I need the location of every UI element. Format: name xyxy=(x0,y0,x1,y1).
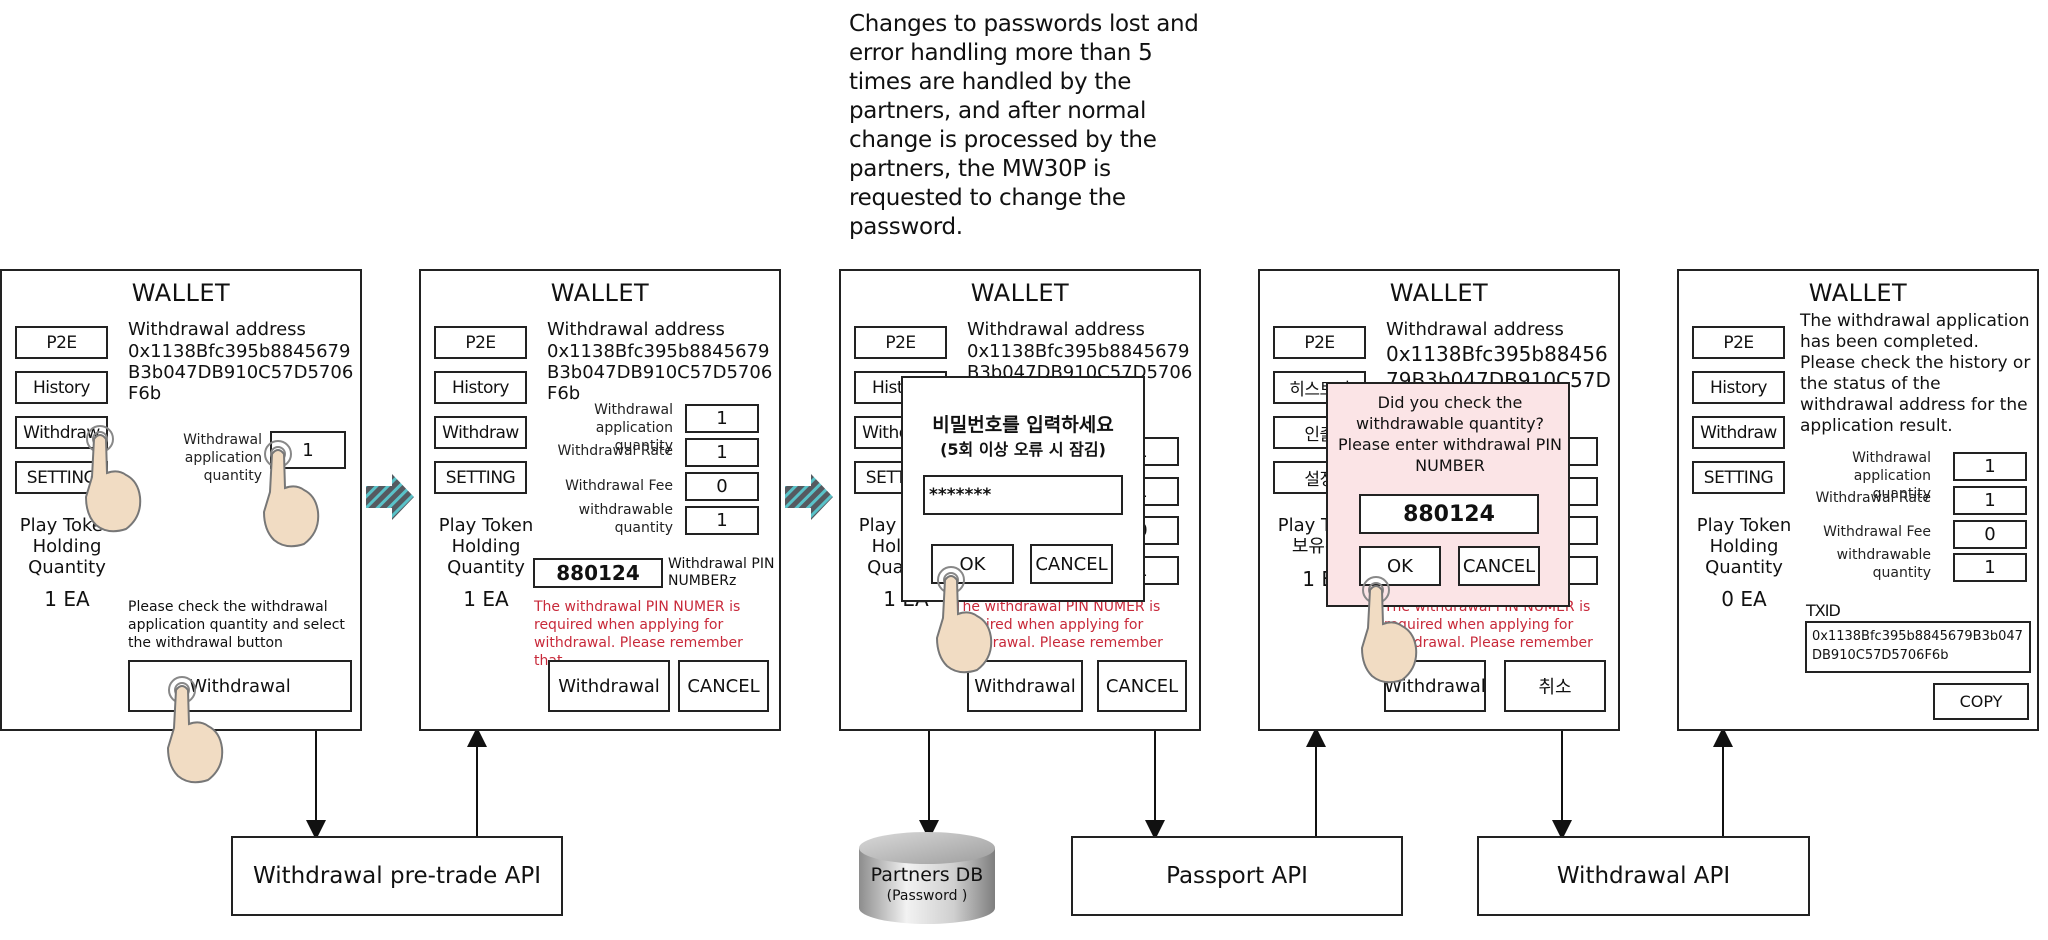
partners-db-sublabel: (Password ) xyxy=(886,888,968,904)
field-quantity: 1 xyxy=(685,404,759,433)
pin-label: Withdrawal PIN NUMBERz xyxy=(668,556,775,589)
flow-arrow-icon xyxy=(366,474,414,520)
cancel-button[interactable]: CANCEL xyxy=(1097,660,1187,712)
txid-label: TXID xyxy=(1806,601,1841,620)
wallet-panel-step1: WALLET P2E History Withdraw SETTING Play… xyxy=(0,269,362,731)
p2e-button[interactable]: P2E xyxy=(15,326,108,359)
modal-title: 비밀번호를 입력하세요 xyxy=(932,414,1114,436)
withdrawal-pretrade-api-box: Withdrawal pre-trade API xyxy=(231,836,563,916)
address-label: Withdrawal address xyxy=(967,319,1145,340)
copy-button[interactable]: COPY xyxy=(1933,683,2029,720)
holding-label: Play Token Holding Quantity xyxy=(438,515,534,578)
modal-cancel-button[interactable]: CANCEL xyxy=(1030,544,1113,584)
withdrawal-button[interactable]: Withdrawal xyxy=(128,660,352,712)
field-label: withdrawable quantity xyxy=(578,502,673,536)
wallet-title: WALLET xyxy=(1389,279,1489,307)
withdraw-button[interactable]: Withdraw xyxy=(434,416,527,449)
withdrawal-api-box: Withdrawal API xyxy=(1477,836,1810,916)
wallet-panel-step5: WALLET P2E History Withdraw SETTING Play… xyxy=(1677,269,2039,731)
modal-message: Did you check the withdrawable quantity?… xyxy=(1337,393,1562,475)
withdraw-button[interactable]: Withdraw xyxy=(15,416,108,449)
completion-message: The withdrawal application has been comp… xyxy=(1800,311,2031,436)
pin-warning-note: The withdrawal PIN NUMER is required whe… xyxy=(534,599,743,669)
partners-db-icon: Partners DB (Password ) xyxy=(856,828,998,928)
field-rate: 1 xyxy=(1953,486,2027,515)
holding-value: 1 EA xyxy=(463,587,509,611)
pin-number-display: 880124 xyxy=(533,558,663,588)
field-label: withdrawable quantity xyxy=(1836,547,1931,581)
pin-input[interactable]: 880124 xyxy=(1359,494,1539,534)
history-button[interactable]: History xyxy=(1692,371,1785,404)
p2e-button[interactable]: P2E xyxy=(854,326,947,359)
cancel-button[interactable]: CANCEL xyxy=(678,660,769,712)
wallet-panel-step2: WALLET P2E History Withdraw SETTING Play… xyxy=(419,269,781,731)
address-label: Withdrawal address xyxy=(547,319,725,340)
quantity-label: Withdrawal application quantity xyxy=(183,432,262,484)
cancel-button[interactable]: 취소 xyxy=(1504,660,1606,712)
passport-api-box: Passport API xyxy=(1071,836,1403,916)
wallet-panel-step3: WALLET P2E History Withdraw SETTING Play… xyxy=(839,269,1201,731)
holding-label: Play Token Holding Quantity xyxy=(19,515,115,578)
txid-value[interactable]: 0x1138Bfc395b8845679B3b047DB910C57D5706F… xyxy=(1805,621,2031,673)
withdraw-button[interactable]: Withdraw xyxy=(1692,416,1785,449)
pin-warning-note: The withdrawal PIN NUMER is required whe… xyxy=(954,599,1163,669)
field-label: Withdrawal Fee xyxy=(565,478,673,494)
address-label: Withdrawal address xyxy=(128,319,306,340)
field-label: Withdrawal Rate xyxy=(1815,490,1931,506)
field-quantity: 1 xyxy=(1953,452,2027,481)
history-button[interactable]: History xyxy=(15,371,108,404)
withdrawal-button[interactable]: Withdrawal xyxy=(967,660,1083,712)
p2e-button[interactable]: P2E xyxy=(1692,326,1785,359)
modal-subtitle: (5회 이상 오류 시 잠김) xyxy=(940,440,1106,459)
wallet-title: WALLET xyxy=(1808,279,1908,307)
field-label: Withdrawal application quantity xyxy=(1852,450,1931,502)
setting-button[interactable]: SETTING xyxy=(434,461,527,494)
modal-cancel-button[interactable]: CANCEL xyxy=(1458,546,1540,586)
holding-label: Play Token Holding Quantity xyxy=(1696,515,1792,578)
address-value: 0x1138Bfc395b8845679B3b047DB910C57D5706F… xyxy=(128,341,354,404)
flow-arrow-icon xyxy=(785,474,833,520)
field-withdrawable: 1 xyxy=(685,506,759,535)
instruction-text: Please check the withdrawal application … xyxy=(128,599,345,651)
modal-ok-button[interactable]: OK xyxy=(931,544,1014,584)
field-rate: 1 xyxy=(685,438,759,467)
address-value: 0x1138Bfc395b8845679B3b047DB910C57D5706F… xyxy=(547,341,773,404)
p2e-button[interactable]: P2E xyxy=(1273,326,1366,359)
holding-value: 1 EA xyxy=(44,587,90,611)
field-fee: 0 xyxy=(1953,520,2027,549)
address-label: Withdrawal address xyxy=(1386,319,1564,340)
withdrawal-button[interactable]: Withdrawal xyxy=(1384,660,1486,712)
password-input[interactable]: ******* xyxy=(923,475,1123,515)
wallet-title: WALLET xyxy=(131,279,231,307)
setting-button[interactable]: SETTING xyxy=(15,461,108,494)
wallet-title: WALLET xyxy=(970,279,1070,307)
field-label: Withdrawal Rate xyxy=(557,443,673,459)
password-policy-note: Changes to passwords lost and error hand… xyxy=(849,11,1199,240)
field-withdrawable: 1 xyxy=(1953,553,2027,582)
field-fee: 0 xyxy=(685,472,759,501)
quantity-input[interactable]: 1 xyxy=(270,431,346,469)
wallet-panel-step4: WALLET P2E 히스토리 인출 설정 Play Token 보유수량 1 … xyxy=(1258,269,1620,731)
holding-value: 0 EA xyxy=(1721,587,1767,611)
password-modal: 비밀번호를 입력하세요 (5회 이상 오류 시 잠김) ******* OK C… xyxy=(901,376,1145,602)
p2e-button[interactable]: P2E xyxy=(434,326,527,359)
pin-confirm-modal: Did you check the withdrawable quantity?… xyxy=(1326,382,1570,607)
modal-ok-button[interactable]: OK xyxy=(1359,546,1441,586)
wallet-title: WALLET xyxy=(550,279,650,307)
setting-button[interactable]: SETTING xyxy=(1692,461,1785,494)
history-button[interactable]: History xyxy=(434,371,527,404)
partners-db-label: Partners DB xyxy=(870,864,984,886)
field-label: Withdrawal Fee xyxy=(1823,524,1931,540)
withdrawal-button[interactable]: Withdrawal xyxy=(548,660,670,712)
field-label: Withdrawal application quantity xyxy=(594,402,673,454)
